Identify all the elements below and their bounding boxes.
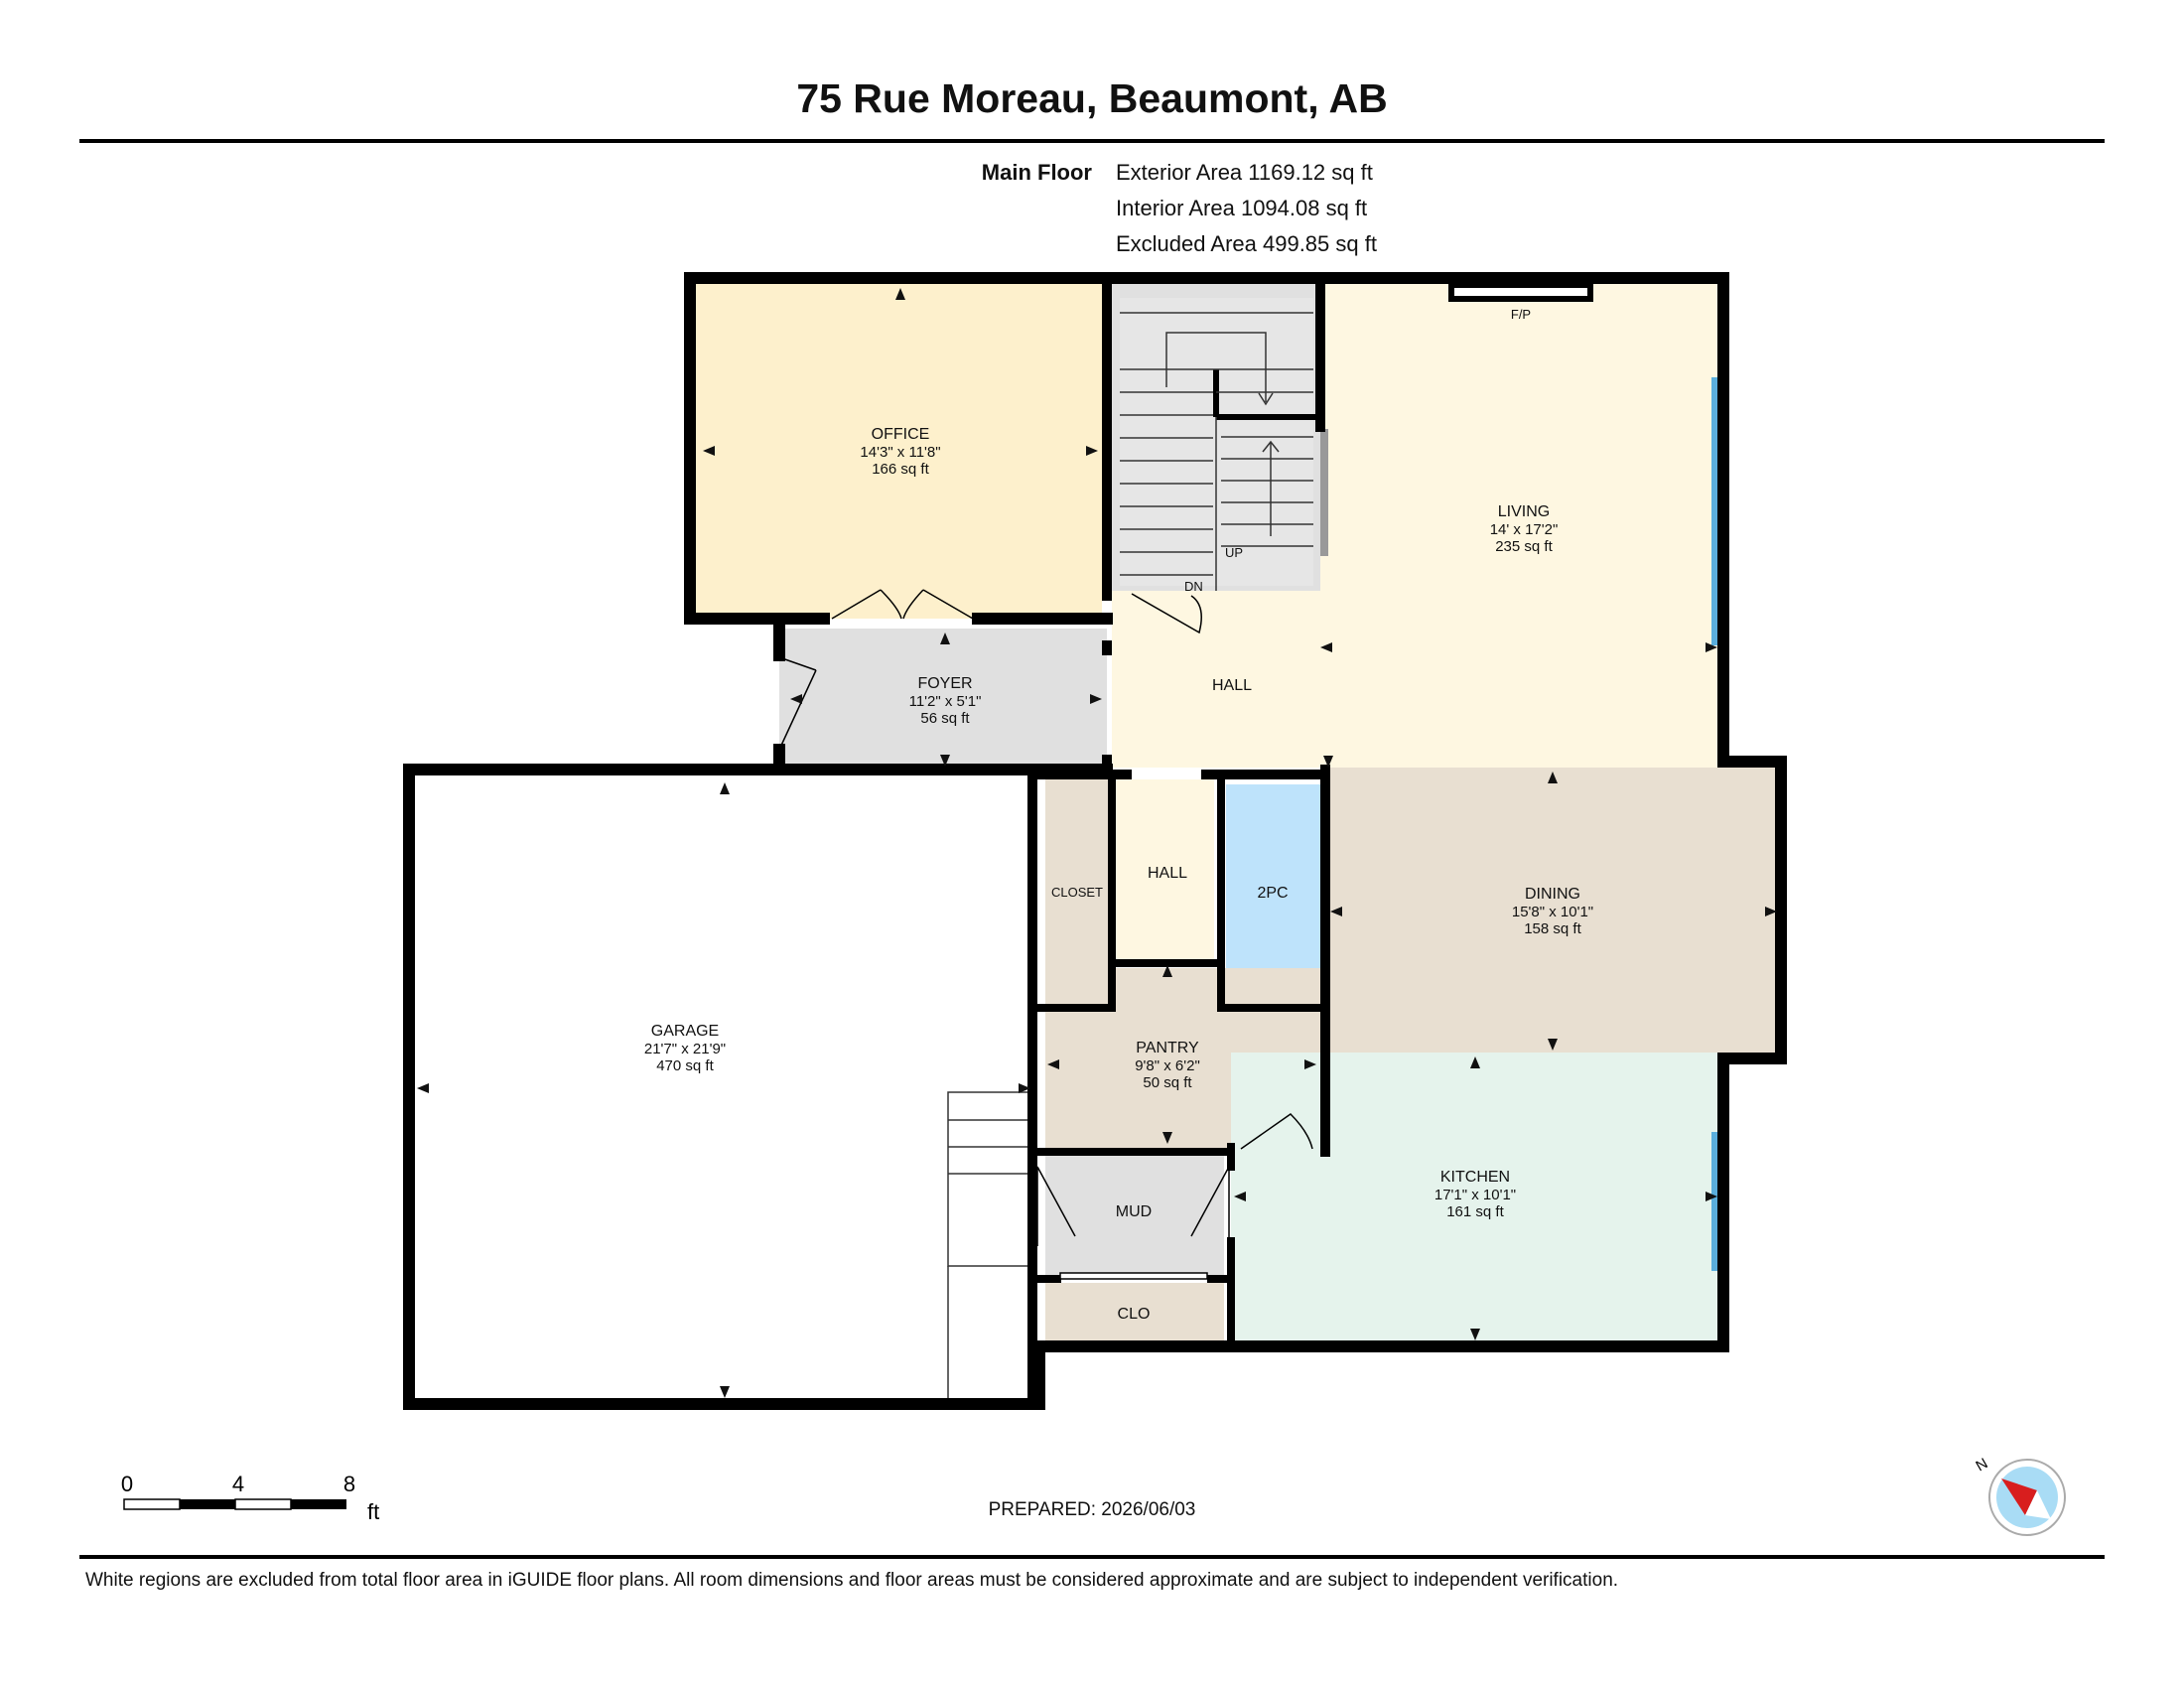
header-rule: [79, 139, 2105, 143]
arrow-up-icon: [940, 633, 950, 644]
arrow-right-icon: [1304, 1059, 1316, 1069]
foyer-dims: 11'2" x 5'1": [909, 693, 982, 710]
powder-name: 2PC: [1257, 885, 1288, 902]
arrow-right-icon: [1090, 694, 1102, 704]
hall-main-room: [1112, 591, 1325, 768]
arrow-down-icon: [1470, 1329, 1480, 1340]
staircase: [1120, 298, 1328, 591]
arrow-right-icon: [1706, 642, 1717, 652]
footer-rule: [79, 1555, 2105, 1559]
arrow-down-icon: [1162, 1132, 1172, 1144]
office-room: [690, 283, 1102, 619]
dining-name: DINING: [1525, 886, 1580, 903]
arrow-left-icon: [790, 694, 802, 704]
arrow-down-icon: [940, 755, 950, 767]
area-list: Exterior Area 1169.12 sq ft Interior Are…: [1116, 155, 1377, 262]
arrow-up-icon: [1470, 1056, 1480, 1068]
arrow-right-icon: [1706, 1192, 1717, 1201]
scale-tick-0: 0: [121, 1474, 133, 1496]
foyer-area: 56 sq ft: [920, 710, 970, 727]
exterior-area: Exterior Area 1169.12 sq ft: [1116, 160, 1373, 185]
arrow-left-icon: [417, 1083, 429, 1093]
arrow-up-icon: [1162, 965, 1172, 977]
office-area: 166 sq ft: [872, 461, 929, 478]
floor-name: Main Floor: [981, 160, 1092, 185]
garage-steps: [947, 1091, 1031, 1400]
powder-room: [1226, 784, 1320, 1003]
compass: N: [1966, 1446, 2075, 1560]
garage-name: GARAGE: [651, 1023, 719, 1040]
arrow-right-icon: [1019, 1083, 1030, 1093]
kitchen-area: 161 sq ft: [1446, 1203, 1504, 1220]
compass-north-label: N: [1974, 1455, 1991, 1475]
arrow-up-icon: [895, 288, 905, 300]
prepared-date: PREPARED: 2026/06/03: [988, 1499, 1196, 1520]
closet-name: CLOSET: [1051, 885, 1103, 900]
arrow-up-icon: [720, 782, 730, 794]
living-room: [1320, 283, 1717, 768]
disclaimer: White regions are excluded from total fl…: [85, 1570, 1619, 1591]
garage-area: 470 sq ft: [656, 1057, 714, 1074]
arrow-up-icon: [1548, 772, 1558, 783]
clo-name: CLO: [1118, 1306, 1151, 1323]
foyer-room: [779, 629, 1107, 768]
doors: [778, 589, 1313, 1280]
dining-area: 158 sq ft: [1524, 920, 1581, 937]
hall-small-room: [1115, 779, 1214, 963]
scale-bar: 0 4 8 ft: [119, 1472, 397, 1538]
arrow-left-icon: [1320, 642, 1332, 652]
hall-main-name: HALL: [1212, 677, 1252, 694]
arrow-down-icon: [1323, 756, 1333, 768]
stairs-up-label: UP: [1225, 545, 1243, 560]
living-name: LIVING: [1498, 503, 1550, 520]
walls: [403, 272, 1787, 1410]
kitchen-dims: 17'1" x 10'1": [1434, 1187, 1516, 1203]
interior-area: Interior Area 1094.08 sq ft: [1116, 196, 1368, 220]
foyer-name: FOYER: [917, 675, 972, 692]
fireplace-label: F/P: [1511, 307, 1531, 322]
scale-unit: ft: [367, 1499, 379, 1524]
arrow-right-icon: [1765, 907, 1777, 916]
garage-dims: 21'7" x 21'9": [644, 1041, 726, 1057]
pantry-dims: 9'8" x 6'2": [1135, 1057, 1200, 1074]
arrow-left-icon: [1047, 1059, 1059, 1069]
office-name: OFFICE: [872, 426, 930, 443]
dining-room: [1325, 768, 1782, 1053]
arrow-left-icon: [1234, 1192, 1246, 1201]
kitchen-room: [1231, 1053, 1717, 1340]
pantry-name: PANTRY: [1136, 1040, 1199, 1056]
page-title: 75 Rue Moreau, Beaumont, AB: [796, 75, 1388, 121]
living-area: 235 sq ft: [1495, 538, 1553, 555]
mud-room: [1045, 1154, 1224, 1278]
dimension-arrows: [417, 288, 1777, 1398]
stairs-down-label: DN: [1184, 579, 1203, 594]
hall-small-name: HALL: [1148, 865, 1187, 882]
arrow-down-icon: [1548, 1039, 1558, 1051]
arrow-down-icon: [720, 1386, 730, 1398]
kitchen-name: KITCHEN: [1440, 1169, 1510, 1186]
compass-needle-icon: [2001, 1478, 2037, 1515]
mud-name: MUD: [1116, 1203, 1152, 1220]
room-labels: OFFICE 14'3" x 11'8" 166 sq ft FOYER 11'…: [644, 426, 1593, 1323]
arrow-right-icon: [1086, 446, 1098, 456]
arrow-left-icon: [1330, 907, 1342, 916]
pantry-area: 50 sq ft: [1143, 1074, 1192, 1091]
living-dims: 14' x 17'2": [1490, 521, 1559, 538]
dining-dims: 15'8" x 10'1": [1512, 904, 1593, 920]
scale-tick-8: 8: [343, 1474, 355, 1496]
closet-room: [1045, 779, 1110, 1003]
fireplace: [1448, 282, 1593, 302]
excluded-area: Excluded Area 499.85 sq ft: [1116, 231, 1377, 256]
scale-tick-4: 4: [232, 1474, 244, 1496]
clo-room: [1045, 1283, 1224, 1340]
office-dims: 14'3" x 11'8": [860, 444, 940, 461]
arrow-left-icon: [703, 446, 715, 456]
